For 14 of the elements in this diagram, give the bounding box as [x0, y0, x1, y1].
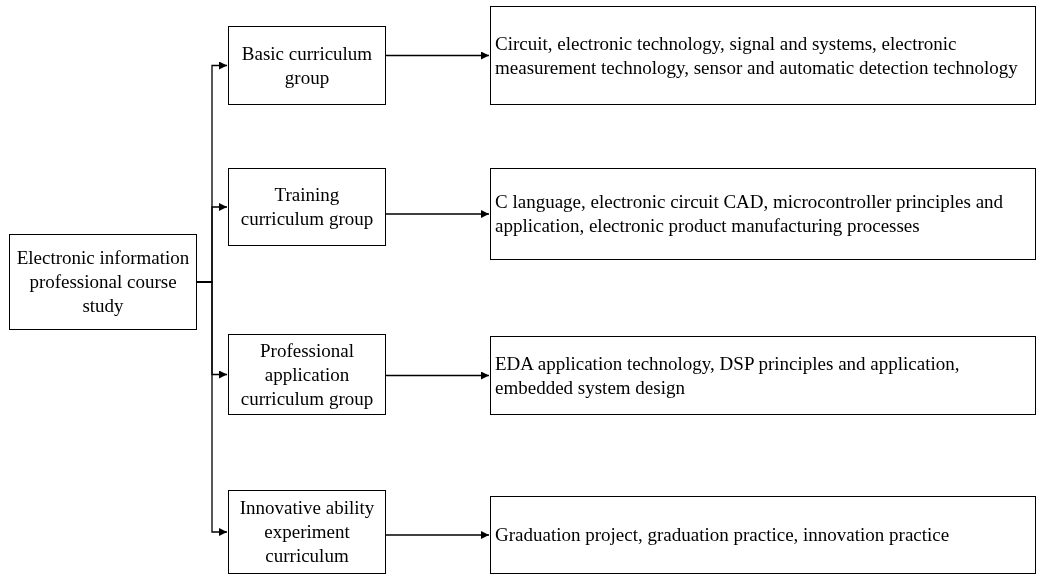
- description-box: EDA application technology, DSP principles and application, embedded system design: [490, 336, 1036, 415]
- process-box: Innovative ability experiment curriculum: [228, 490, 386, 574]
- arrow: [196, 281, 228, 536]
- arrow: [385, 531, 490, 539]
- process-box: Professional application curriculum group: [228, 334, 386, 415]
- description-box: Graduation project, graduation practice, innovation practice: [490, 496, 1036, 574]
- arrow: [385, 51, 490, 60]
- description-box: C language, electronic circuit CAD, microcontroller principles and application, electronic product manufacturing processes: [490, 168, 1036, 260]
- process-box: Basic curriculum group: [228, 26, 386, 105]
- process-box: Electronic information professional course study: [9, 234, 197, 330]
- arrow: [385, 210, 490, 218]
- arrow: [385, 371, 490, 380]
- description-box: Circuit, electronic technology, signal and systems, electronic measurement technology, sensor and automatic detection technology: [490, 6, 1036, 105]
- process-box: Training curriculum group: [228, 168, 386, 246]
